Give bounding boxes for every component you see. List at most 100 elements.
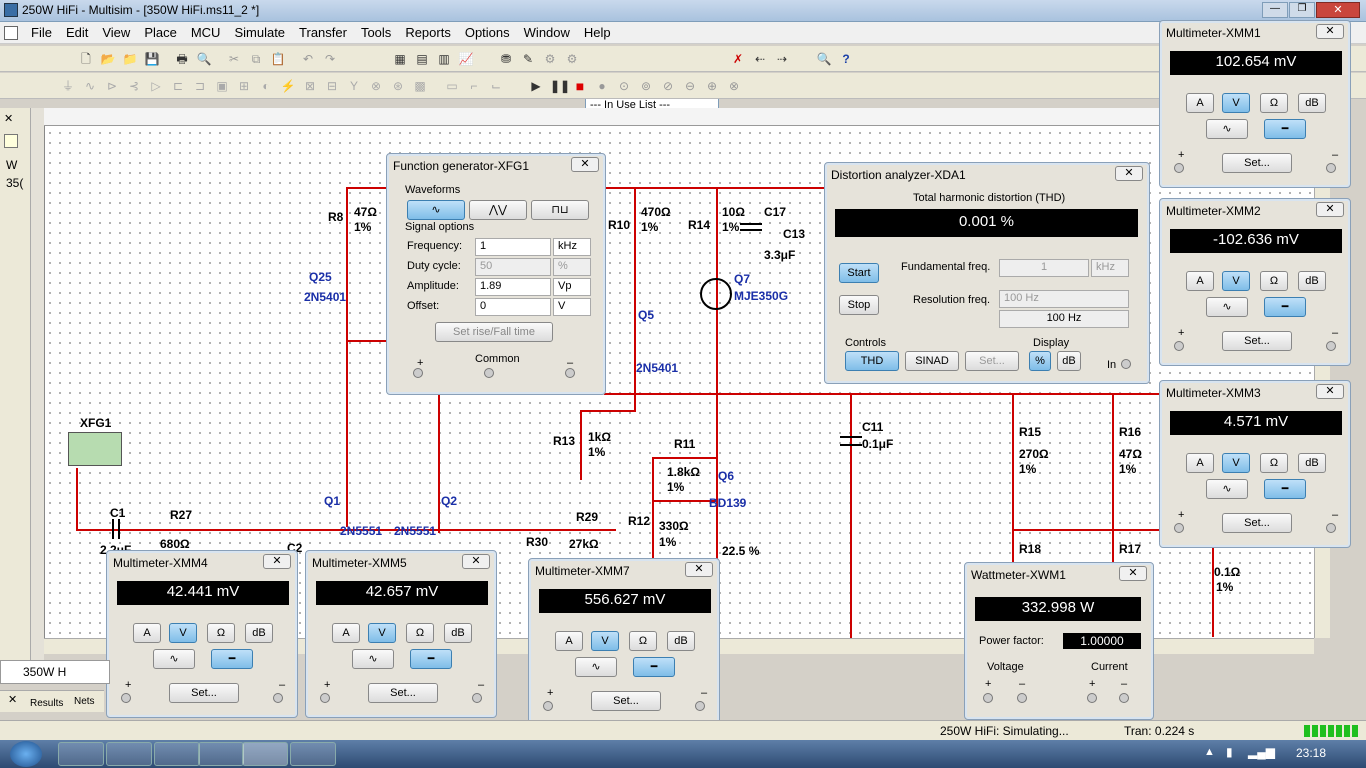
component-label[interactable]: 2N5401 [304,290,347,304]
component-label[interactable]: 3.3μF [764,248,796,262]
transistor-q7-symbol[interactable] [700,278,732,310]
component-label[interactable]: R14 [688,218,711,232]
dc-mode-button[interactable]: ━ [211,649,253,669]
menu-tools[interactable]: Tools [360,25,392,40]
component-label[interactable]: R17 [1119,542,1142,556]
dc-mode-button[interactable]: ━ [633,657,675,677]
voltmeter-mode-button[interactable]: V [1222,93,1250,113]
multimeter-close-button[interactable]: ✕ [1316,384,1344,399]
multimeter-close-button[interactable]: ✕ [263,554,291,569]
new-icon[interactable]: 🗋 [81,52,91,66]
probe-icon[interactable]: ● [598,79,606,93]
component-label[interactable]: 27kΩ [569,537,599,551]
start-orb-icon[interactable] [10,741,42,767]
fundamental-freq-unit[interactable]: kHz [1091,259,1129,277]
component-label[interactable]: 680Ω [160,537,190,551]
db-mode-button[interactable]: dB [667,631,695,651]
menu-mcu[interactable]: MCU [190,25,221,40]
component-label[interactable]: 1% [659,535,677,549]
multimeter-set-button[interactable]: Set... [1222,331,1292,351]
wire-icon[interactable]: ⌙ [490,79,502,93]
source-icon[interactable]: ⏚ [61,79,74,93]
tab-schematic[interactable]: 350W H [0,660,110,684]
back-annotate-icon[interactable]: ⇠ [754,52,766,66]
component-label[interactable]: 1% [722,220,740,234]
toggle-fullscreen-icon[interactable]: ▦ [394,52,406,66]
wattmeter-window[interactable]: Wattmeter-XWM1 ✕ 332.998 W Power factor:… [964,562,1154,720]
ohmmeter-mode-button[interactable]: Ω [629,631,657,651]
square-wave-button[interactable]: ⊓⊔ [531,200,589,220]
redo-icon[interactable]: ↷ [324,52,336,66]
db-mode-button[interactable]: dB [444,623,472,643]
panel-close-icon[interactable]: ✕ [4,113,14,125]
component-label[interactable]: Q6 [718,469,735,483]
ttl-icon[interactable]: ⊏ [172,79,184,93]
component-label[interactable]: C13 [783,227,806,241]
ac-mode-button[interactable]: ∿ [1206,119,1248,139]
component-label[interactable]: Q25 [309,270,332,284]
component-label[interactable]: 1.8kΩ [667,465,700,479]
voltage-plus-terminal[interactable] [983,693,993,703]
component-label[interactable]: 2N5401 [636,361,679,375]
fg-row-value[interactable]: 0 [475,298,551,316]
component-label[interactable]: R12 [628,514,651,528]
component-label[interactable]: 10Ω [722,205,745,219]
fg-row-value[interactable]: 1.89 [475,278,551,296]
save-icon[interactable]: 💾 [144,52,160,66]
taskbar-chrome-icon[interactable] [154,742,200,766]
multimeter-close-button[interactable]: ✕ [1316,24,1344,39]
indicator-icon[interactable]: ◐ [262,79,270,93]
multimeter-window[interactable]: Multimeter-XMM4 ✕ 42.441 mV A V Ω dB ∿ ━… [106,550,298,718]
fundamental-freq-field[interactable]: 1 [999,259,1089,277]
menu-simulate[interactable]: Simulate [234,25,286,40]
component-label[interactable]: 47Ω [1119,447,1142,461]
component-label[interactable]: R15 [1019,425,1042,439]
multimeter-window[interactable]: Multimeter-XMM5 ✕ 42.657 mV A V Ω dB ∿ ━… [305,550,497,718]
probe-power-icon[interactable]: ⊘ [662,79,674,93]
component-label[interactable]: R30 [526,535,549,549]
function-generator-close-button[interactable]: ✕ [571,157,599,172]
taskbar-other-icon[interactable] [290,742,336,766]
multimeter-plus-terminal[interactable] [1174,523,1184,533]
component-label[interactable]: C1 [110,506,126,520]
spreadsheet-close-icon[interactable]: ✕ [8,694,18,706]
ammeter-mode-button[interactable]: A [133,623,161,643]
component-label[interactable]: BD139 [709,496,747,510]
fg-minus-terminal[interactable] [565,368,575,378]
ac-mode-button[interactable]: ∿ [575,657,617,677]
hierarchical-block-icon[interactable]: ▭ [446,79,458,93]
grapher-icon[interactable]: 📈 [458,52,474,66]
voltmeter-mode-button[interactable]: V [591,631,619,651]
dc-mode-button[interactable]: ━ [1264,297,1306,317]
battery-icon[interactable]: ▮ [1226,745,1233,759]
dc-mode-button[interactable]: ━ [1264,119,1306,139]
multimeter-minus-terminal[interactable] [273,693,283,703]
multimeter-window[interactable]: Multimeter-XMM1 ✕ 102.654 mV A V Ω dB ∿ … [1159,20,1351,188]
component-label[interactable]: Q5 [638,308,655,322]
fg-row-value[interactable]: 1 [475,238,551,256]
zoom-search-icon[interactable]: 🔍 [816,52,832,66]
component-label[interactable]: 1% [667,480,685,494]
document-icon[interactable] [4,26,18,40]
menu-transfer[interactable]: Transfer [299,25,347,40]
menu-window[interactable]: Window [523,25,570,40]
distortion-set-button[interactable]: Set... [965,351,1019,371]
ac-mode-button[interactable]: ∿ [1206,479,1248,499]
menu-reports[interactable]: Reports [405,25,451,40]
multimeter-set-button[interactable]: Set... [169,683,239,703]
menu-file[interactable]: File [31,25,52,40]
mcu-component-icon[interactable]: ▩ [414,79,426,93]
resolution-freq-select[interactable]: 100 Hz [999,290,1129,308]
bus-icon[interactable]: ⌐ [470,79,478,93]
menu-edit[interactable]: Edit [65,25,89,40]
ammeter-mode-button[interactable]: A [1186,453,1214,473]
component-label[interactable]: MJE350G [734,289,789,303]
distortion-analyzer-window[interactable]: Distortion analyzer-XDA1 ✕ Total harmoni… [824,162,1150,384]
ammeter-mode-button[interactable]: A [332,623,360,643]
function-generator-symbol[interactable] [68,432,122,466]
component-label[interactable]: R11 [674,437,696,451]
component-label[interactable]: R18 [1019,542,1042,556]
spreadsheet-icon[interactable]: ▤ [416,52,428,66]
ac-mode-button[interactable]: ∿ [352,649,394,669]
distortion-input-terminal[interactable] [1121,359,1131,369]
